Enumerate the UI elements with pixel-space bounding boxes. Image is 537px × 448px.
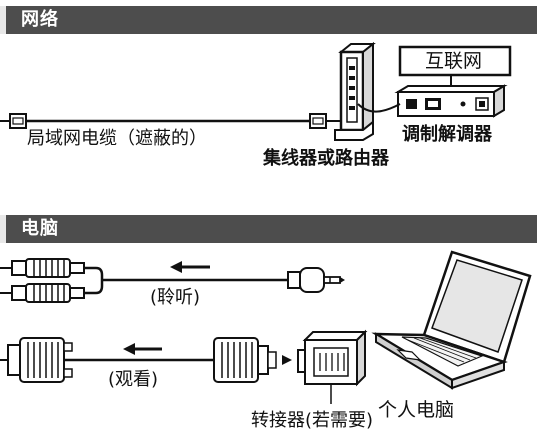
listen-arrow-icon — [170, 261, 210, 273]
audio-cable — [84, 266, 290, 295]
pc-section-title: 电脑 — [21, 218, 59, 239]
adapter-label: 转接器(若需要) — [251, 410, 374, 431]
modem-label: 调制解调器 — [402, 124, 492, 145]
vga-adapter-icon — [297, 329, 368, 387]
watch-arrow-icon — [123, 343, 162, 355]
internet-label: 互联网 — [425, 50, 483, 72]
internet-box — [398, 45, 512, 77]
listen-label: (聆听) — [150, 287, 201, 308]
lan-cable-label: 局域网电缆（遮蔽的） — [27, 128, 207, 149]
laptop-icon — [371, 250, 532, 390]
hub-router-icon — [334, 41, 376, 141]
modem-icon — [394, 84, 508, 118]
pc-section-header: 电脑 — [0, 215, 537, 243]
vga-plug-left — [0, 337, 73, 383]
rca-plugs — [0, 258, 85, 303]
hub-modem-cable — [357, 103, 401, 113]
vga-plug-right — [213, 337, 277, 383]
header-accent-stripe — [0, 6, 6, 34]
network-section-title: 网络 — [21, 9, 59, 30]
lan-cable — [0, 113, 341, 129]
personal-computer-label: 个人电脑 — [378, 399, 455, 421]
header-accent-stripe — [0, 215, 6, 243]
insert-arrow-icon — [282, 355, 292, 365]
network-section-header: 网络 — [0, 6, 537, 34]
mini-jack-plug — [287, 267, 345, 293]
watch-label: (观看) — [108, 369, 159, 390]
hub-router-label: 集线器或路由器 — [263, 148, 389, 169]
